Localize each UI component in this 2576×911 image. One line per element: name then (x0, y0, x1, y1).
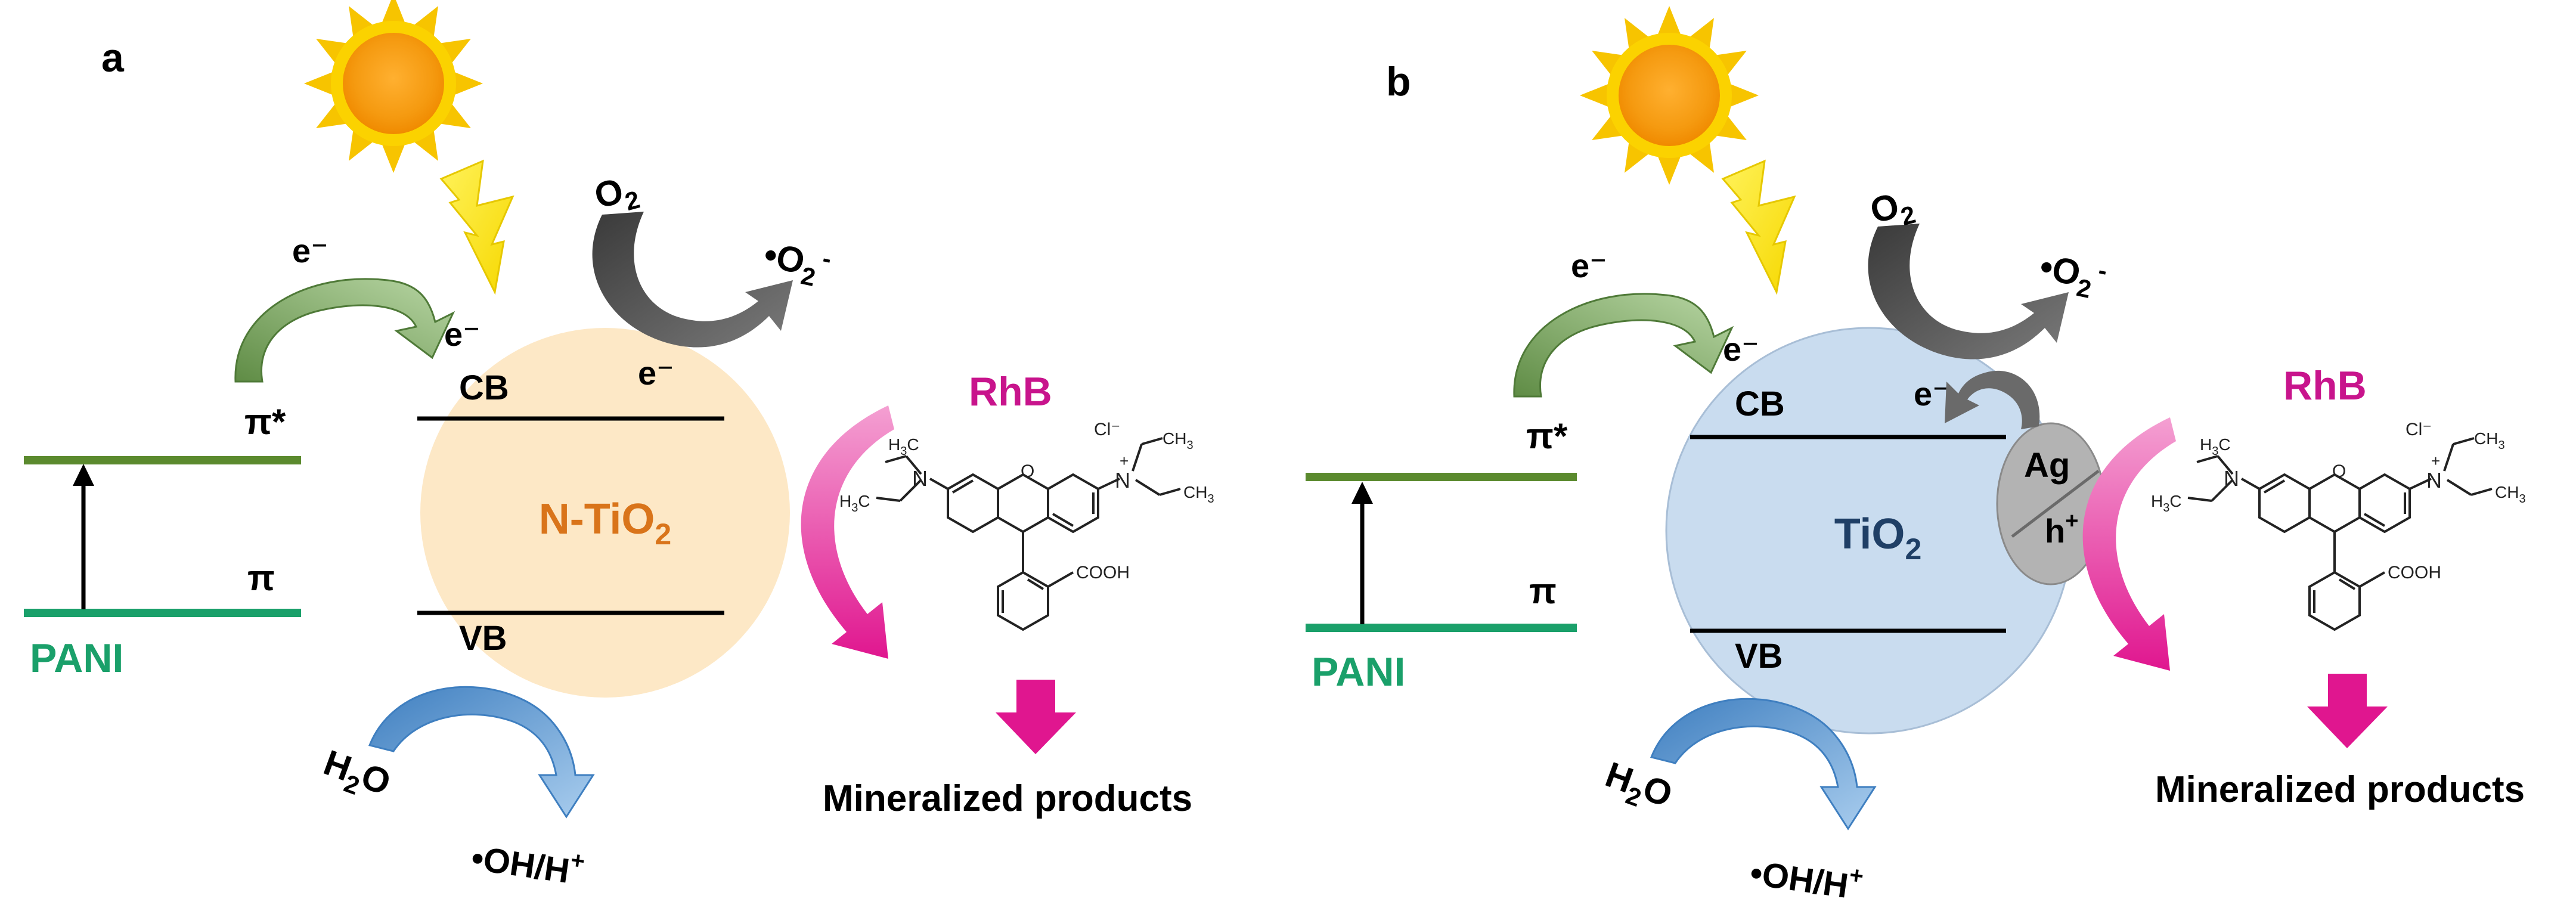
electron-cb-label: e⁻ (1723, 330, 1759, 368)
rhb-degradation-curved-arrow (2082, 417, 2176, 671)
superoxide-label: •O2- (2035, 244, 2110, 306)
rhb-right-nitrogen: N (1115, 468, 1130, 492)
electron-transfer-arrow (234, 278, 455, 383)
rhb-degradation-curved-arrow (801, 405, 894, 659)
chloride-label: Cl⁻ (2405, 420, 2432, 439)
ag-electron-transfer-arrow (1945, 370, 2040, 429)
excitation-arrowhead (1351, 482, 1373, 504)
ethyl-label-1: H3C (2200, 435, 2231, 458)
rhb-left-nitrogen: N (2224, 466, 2239, 491)
panel-a: a PANI π* π e⁻ e⁻ CB VB e⁻ N-TiO2 O2 •O2… (24, 0, 1214, 893)
lightning-bolt-icon (1722, 160, 1796, 293)
cb-label: CB (1735, 385, 1785, 423)
rhb-left-nitrogen: N (912, 466, 928, 491)
pani-label: PANI (1312, 649, 1405, 695)
lightning-bolt-icon (440, 160, 514, 293)
oxygen-reduction-arrow (592, 212, 793, 348)
n-tio2-label: N-TiO2 (539, 495, 671, 551)
hydroxyl-label: •OH/H+ (469, 833, 587, 893)
rhb-right-nitrogen: N (2426, 468, 2442, 492)
cooh-label: COOH (1076, 563, 1130, 582)
rhb-molecule-structure (2187, 437, 2493, 631)
sun-icon (304, 0, 483, 173)
rhb-label: RhB (969, 369, 1052, 414)
panel-b-label: b (1386, 59, 1411, 104)
cooh-label: COOH (2388, 563, 2441, 582)
electron-transfer-arrow (1513, 293, 1734, 398)
products-down-arrow (996, 680, 1076, 754)
electron-top-label: e⁻ (292, 232, 328, 269)
rhb-label: RhB (2283, 363, 2367, 408)
tio2-label: TiO2 (1834, 510, 1922, 566)
cb-label: CB (459, 368, 509, 407)
products-down-arrow (2307, 674, 2388, 748)
electron-top-label: e⁻ (1571, 247, 1607, 284)
rhb-oxygen-atom: O (2332, 461, 2346, 481)
hydroxyl-label: •OH/H+ (1748, 848, 1865, 907)
electron-cb-label: e⁻ (444, 315, 481, 353)
panel-b: b PANI π* π e⁻ e⁻ CB VB e⁻ TiO2 Ag h+ O2… (1306, 6, 2526, 907)
ethyl-label-1: H3C (888, 435, 919, 458)
ag-divider (2011, 470, 2100, 538)
water-oxidation-arrow (368, 686, 595, 819)
ethyl-label-2: H3C (839, 492, 870, 515)
rhb-positive-charge: + (2431, 452, 2440, 470)
panel-a-label: a (101, 35, 125, 80)
superoxide-label: •O2- (759, 232, 834, 294)
ethyl-label-2: H3C (2151, 492, 2182, 515)
rhb-positive-charge: + (1120, 452, 1129, 470)
ethyl-label-4: CH3 (1183, 483, 1214, 506)
electron-inner-label: e⁻ (638, 354, 674, 392)
chloride-label: Cl⁻ (1094, 420, 1120, 439)
sun-icon (1580, 6, 1759, 185)
pi-label: π (1529, 571, 1557, 611)
ag-label: Ag (2024, 446, 2070, 485)
mineralized-products-label: Mineralized products (2155, 769, 2525, 810)
h2o-label: H2O (1598, 754, 1678, 822)
pi-label: π (247, 558, 275, 598)
hole-label: h+ (2045, 509, 2078, 550)
pi-star-label: π* (244, 402, 286, 442)
ethyl-label-3: CH3 (2474, 429, 2505, 452)
vb-label: VB (459, 619, 507, 658)
electron-inner-label: e⁻ (1914, 375, 1950, 413)
rhb-oxygen-atom: O (1021, 461, 1034, 481)
pani-label: PANI (30, 636, 123, 681)
vb-label: VB (1735, 637, 1783, 675)
excitation-arrowhead (73, 464, 94, 486)
oxygen-reduction-arrow (1868, 224, 2069, 360)
rhb-molecule-structure (876, 437, 1181, 631)
water-oxidation-arrow (1650, 698, 1877, 831)
ethyl-label-4: CH3 (2495, 483, 2526, 506)
pi-star-label: π* (1526, 416, 1568, 456)
h2o-label: H2O (316, 742, 396, 810)
ethyl-label-3: CH3 (1163, 429, 1194, 452)
mineralized-products-label: Mineralized products (823, 778, 1192, 819)
